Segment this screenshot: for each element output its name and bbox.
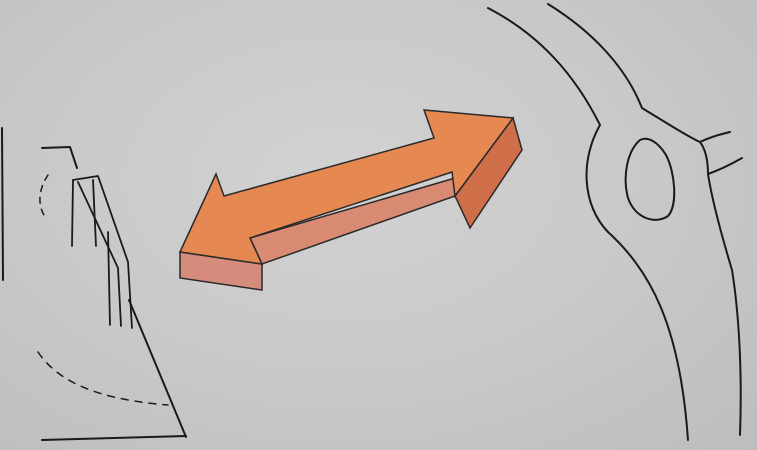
double-arrow-icon bbox=[180, 110, 522, 290]
entrance-ramp-sketch bbox=[38, 147, 186, 440]
left-wall-edge bbox=[2, 128, 3, 280]
roundabout-sketch bbox=[488, 4, 742, 440]
